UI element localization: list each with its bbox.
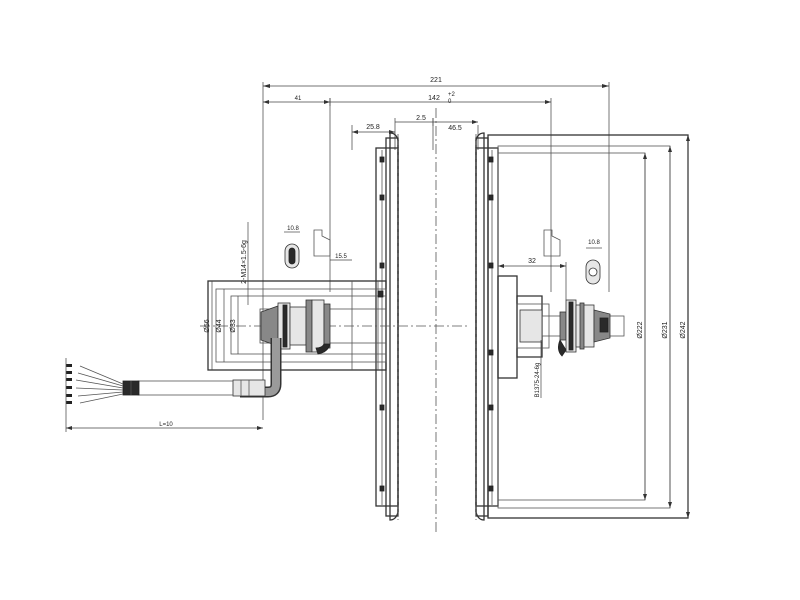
dim-cable-length: L=10: [159, 422, 173, 428]
dim-left-shoulder: 15.5: [335, 254, 347, 260]
dim-dia-33: Ø33: [230, 319, 237, 332]
dim-overall-width: 221: [430, 77, 442, 84]
dim-dia-44: Ø44: [216, 319, 223, 332]
dim-right-thread: B1375-24-6g: [535, 363, 541, 398]
dim-dia-242: Ø242: [680, 321, 687, 338]
dim-center-offset: 2.5: [416, 115, 426, 122]
motor-cable: L=10: [65, 338, 282, 432]
right-axle: 10.8 32 B1375-24-6g: [497, 229, 625, 398]
diameter-dimensions: Ø222 Ø231 Ø242: [637, 135, 690, 518]
dim-tol-upper: +2: [448, 92, 456, 98]
dim-dia-222: Ø222: [637, 321, 644, 338]
dim-left-half: 25.8: [366, 124, 380, 131]
hub-body: [375, 108, 689, 535]
dim-dia-231: Ø231: [662, 321, 669, 338]
dim-left-thread: 2-M14×1.5-6g: [241, 240, 248, 284]
top-dimensions: 221 41 142 +2 0 2.5 46.5 25.8: [262, 77, 610, 420]
dim-dia-56: Ø56: [204, 319, 211, 332]
left-axle: 10.8 15.5 Ø56 Ø44 Ø33 2-M14×1.5-6g: [200, 222, 470, 371]
flange-bolts: [379, 156, 494, 492]
dim-hub-width: 142: [428, 95, 440, 102]
dim-right-half: 46.5: [448, 125, 462, 132]
dim-left-slot: 10.8: [287, 226, 299, 232]
dim-right-axle-len: 32: [528, 258, 536, 265]
dim-left-offset: 41: [295, 96, 302, 102]
dim-tol-lower: 0: [448, 99, 452, 105]
dim-right-slot: 10.8: [588, 240, 600, 246]
